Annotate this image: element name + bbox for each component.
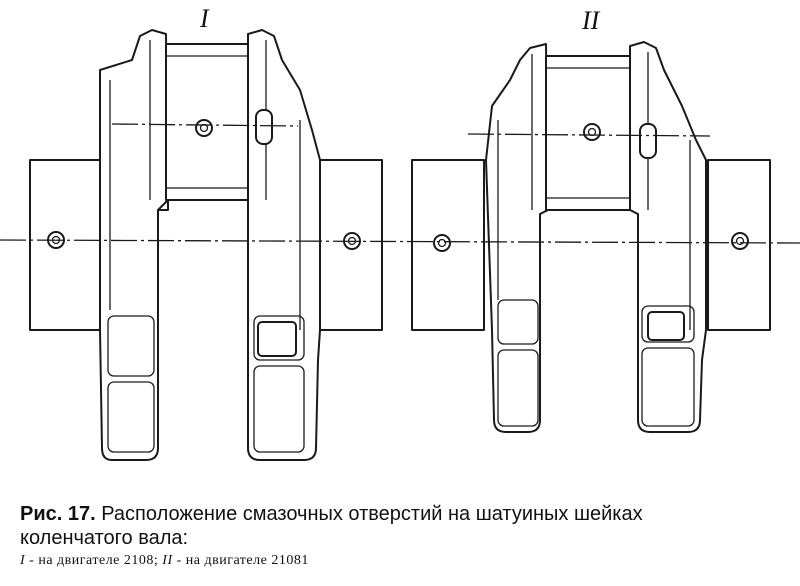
oil-channel-slot-ii [639, 123, 657, 159]
main-journal-left-i [29, 159, 101, 331]
crankpin-ii [545, 55, 631, 211]
counterweight-block-left-ii-2 [497, 349, 539, 427]
main-oil-hole-right-ii-inner [735, 236, 745, 246]
oil-channel-slot-i [255, 109, 273, 145]
counterweight-block-right-ii-1 [641, 305, 695, 343]
figure-label-ii: II [582, 6, 600, 35]
counterweight-block-left-i-2 [107, 381, 155, 453]
caption-note-text-1: - на двигателе 2108; [25, 553, 163, 568]
caption-note-roman-1: I [20, 553, 26, 568]
counterweight-block-right-i-1 [253, 315, 305, 361]
web-bridge-i [158, 200, 249, 211]
crank-throw-i [29, 29, 383, 461]
counterweight-block-left-i-1 [107, 315, 155, 377]
caption-note-roman-2: II [162, 553, 173, 568]
figure-label-i: I [200, 4, 209, 33]
crank-web-right-i [247, 29, 321, 461]
caption-title-line-2: коленчатого вала: [20, 527, 189, 549]
crankshaft-diagram [0, 29, 800, 461]
crank-web-left-i-inner [109, 40, 151, 310]
caption-title-text-1: Расположение смазочных отверстий на шату… [101, 503, 643, 525]
counterweight-block-right-i-3 [253, 365, 305, 453]
counterweight-block-right-ii-2 [647, 311, 685, 341]
caption-figure-number: Рис. 17. [20, 503, 96, 525]
caption-note-text-2: - на двигателе 21081 [172, 553, 309, 568]
counterweight-block-right-ii-3 [641, 347, 695, 427]
crank-throw-ii [411, 41, 771, 433]
crankpin-axis-i [111, 123, 299, 127]
counterweight-block-left-ii-1 [497, 299, 539, 345]
main-axis [0, 239, 800, 244]
main-journal-right-ii [707, 159, 771, 331]
figure-caption: Рис. 17. Расположение смазочных отверсти… [20, 502, 790, 572]
crank-web-left-ii [485, 43, 549, 433]
counterweight-block-right-i-2 [257, 321, 297, 357]
main-oil-hole-left-ii-inner [437, 238, 447, 248]
caption-title-line-1: Рис. 17. Расположение смазочных отверсти… [20, 502, 790, 526]
crankpin-axis-ii [467, 133, 711, 137]
caption-note: I - на двигателе 2108; II - на двигателе… [20, 550, 790, 572]
crank-web-left-ii-inner [497, 54, 533, 300]
